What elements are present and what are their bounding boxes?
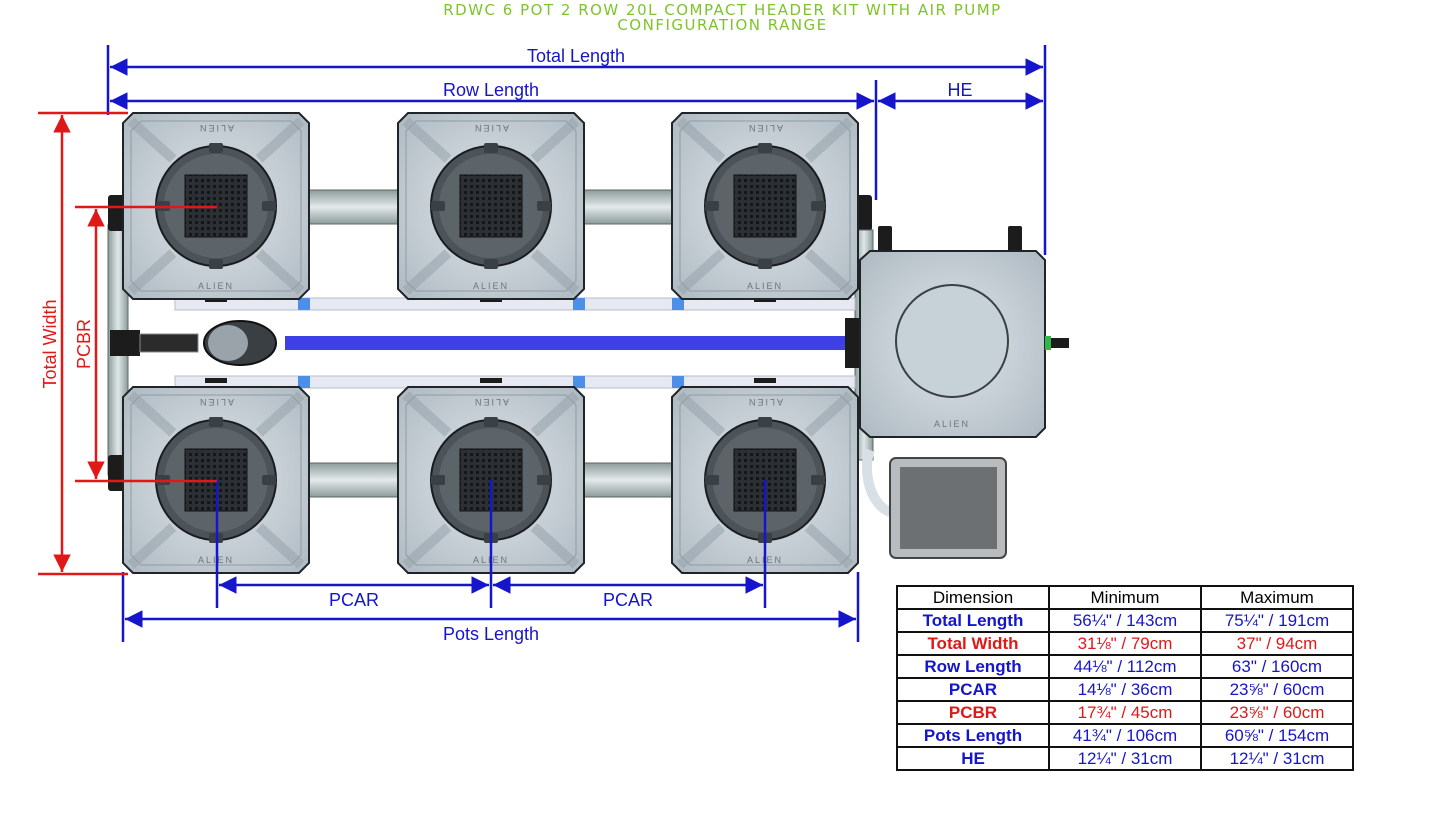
title-line-1: RDWC 6 POT 2 ROW 20L COMPACT HEADER KIT … [443,1,1002,19]
table-row: PCBR 17¾" / 45cm 23⅝" / 60cm [896,700,1354,725]
clip [754,378,776,383]
header-tank: ALIEN [859,226,1069,438]
tube-fitting [672,298,684,310]
row-max: 63" / 160cm [1200,654,1354,679]
tube-fitting [298,298,310,310]
dimension-lines-red [38,111,217,576]
air-pump [889,457,1007,559]
label-pcar-left: PCAR [329,590,379,610]
row-max: 37" / 94cm [1200,631,1354,656]
tank-lid [895,284,1009,398]
pot-top-3 [672,113,858,299]
header-connector [845,318,861,368]
table-row: PCAR 14⅛" / 36cm 23⅝" / 60cm [896,677,1354,702]
label-he: HE [947,80,972,100]
tank-outlet-cap [1051,338,1069,348]
row-min: 56¼" / 143cm [1048,608,1202,633]
tube-fitting [672,376,684,388]
row-min: 41¾" / 106cm [1048,723,1202,748]
pump-highlight [208,325,248,361]
row-name: Total Length [896,608,1050,633]
row-name: PCBR [896,700,1050,725]
air-line [285,336,855,350]
row-name: HE [896,746,1050,771]
tube-fitting [573,376,585,388]
row-min: 14⅛" / 36cm [1048,677,1202,702]
clip [205,378,227,383]
table-row: HE 12¼" / 31cm 12¼" / 31cm [896,746,1354,771]
tank-brand: ALIEN [934,419,970,429]
tank-outlet [1045,336,1051,350]
row-min: 17¾" / 45cm [1048,700,1202,725]
row-max: 23⅝" / 60cm [1200,700,1354,725]
tank-fitting-left [878,226,892,252]
label-row-length: Row Length [443,80,539,100]
pipe-top-1 [299,189,411,225]
dimension-table: Dimension Minimum Maximum Total Length 5… [896,585,1354,771]
row-name: Pots Length [896,723,1050,748]
row-max: 12¼" / 31cm [1200,746,1354,771]
tube-fitting [298,376,310,388]
table-header-row: Dimension Minimum Maximum [896,585,1354,610]
drain-valve-body [110,330,140,356]
pipe-top-2 [574,189,686,225]
row-name: Total Width [896,631,1050,656]
row-min: 31⅛" / 79cm [1048,631,1202,656]
clip [480,378,502,383]
table-row: Row Length 44⅛" / 112cm 63" / 160cm [896,654,1354,679]
tank-fitting-right [1008,226,1022,252]
label-pots-length: Pots Length [443,624,539,644]
header-maximum: Maximum [1200,585,1354,610]
row-name: PCAR [896,677,1050,702]
row-max: 75¼" / 191cm [1200,608,1354,633]
label-pcbr: PCBR [74,319,94,369]
title-line-2: CONFIGURATION RANGE [617,16,828,34]
row-min: 44⅛" / 112cm [1048,654,1202,679]
header-dimension: Dimension [896,585,1050,610]
label-total-width: Total Width [40,299,60,388]
pipe-bottom-1 [299,462,411,498]
table-row: Pots Length 41¾" / 106cm 60⅝" / 154cm [896,723,1354,748]
tube-fitting [573,298,585,310]
label-total-length: Total Length [527,46,625,66]
pipe-bottom-2 [574,462,686,498]
dimension-lines-blue [106,45,1047,642]
air-pump-face [900,467,997,549]
drain-valve-handle [139,333,199,353]
table-row: Total Width 31⅛" / 79cm 37" / 94cm [896,631,1354,656]
table-row: Total Length 56¼" / 143cm 75¼" / 191cm [896,608,1354,633]
pot-top-2 [398,113,584,299]
header-minimum: Minimum [1048,585,1202,610]
row-max: 60⅝" / 154cm [1200,723,1354,748]
row-name: Row Length [896,654,1050,679]
row-max: 23⅝" / 60cm [1200,677,1354,702]
label-pcar-right: PCAR [603,590,653,610]
pump-hose [861,448,893,517]
row-min: 12¼" / 31cm [1048,746,1202,771]
